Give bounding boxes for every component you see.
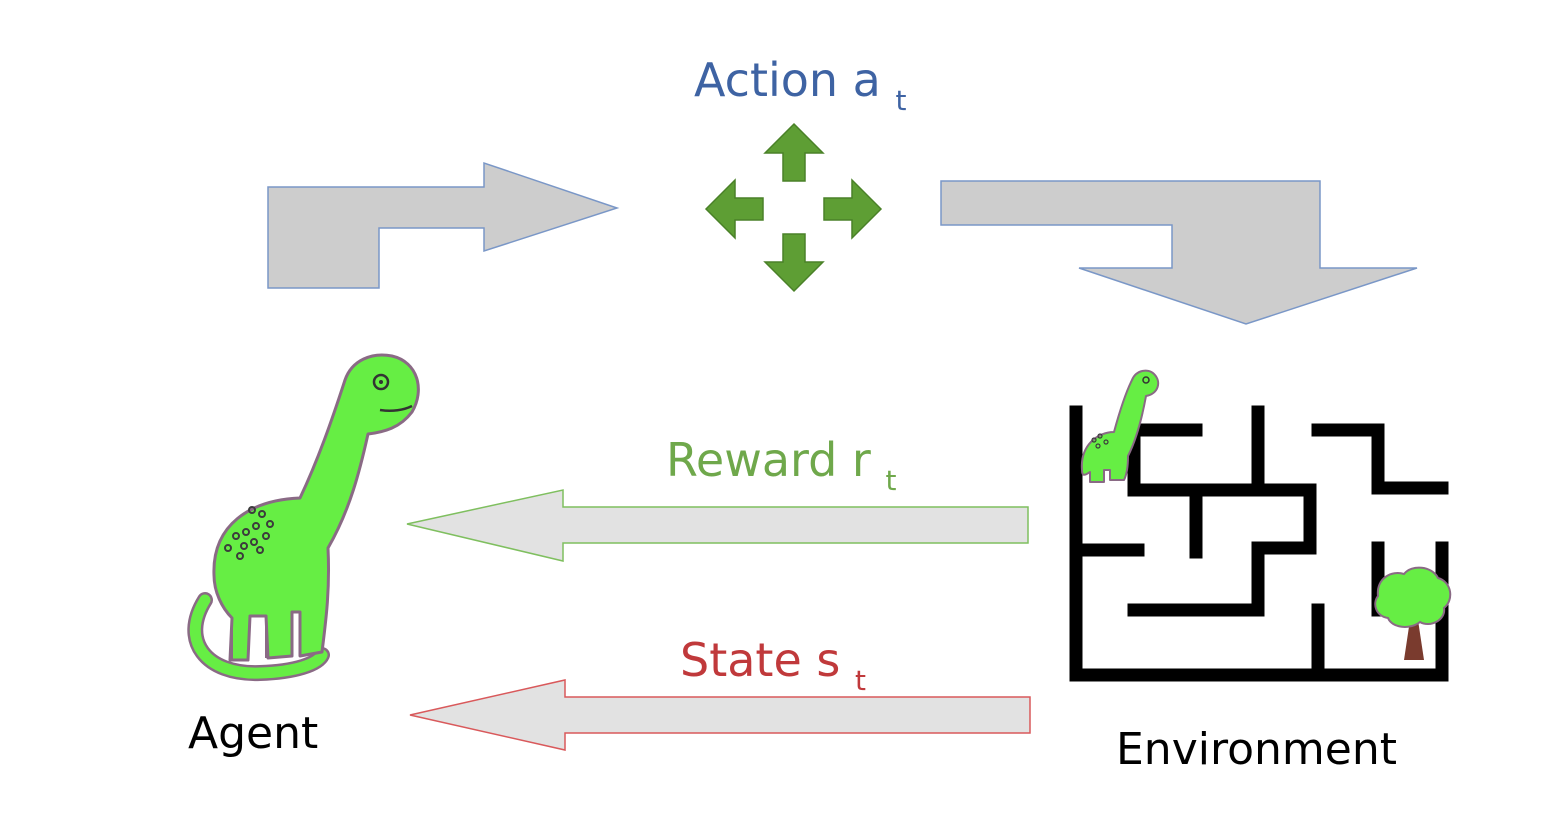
dpad-arrows-icon (704, 122, 883, 293)
dpad-right-icon (823, 178, 883, 240)
state-arrow (409, 679, 1031, 751)
dpad-up-icon (763, 122, 825, 182)
state-label-subscript: t (855, 664, 866, 697)
agent-eye (372, 373, 390, 391)
action-label: Action a t (694, 53, 907, 117)
agent-spots (224, 506, 274, 560)
action-arrow-left (267, 161, 620, 289)
reward-arrow (406, 489, 1029, 562)
dpad-left-icon (704, 178, 764, 240)
reward-label: Reward r t (666, 433, 896, 497)
state-label-main: State s (680, 633, 840, 687)
agent-label: Agent (188, 708, 318, 759)
state-label: State s t (680, 633, 866, 697)
environment-label: Environment (1116, 724, 1397, 775)
tree-goal-icon (1374, 566, 1452, 660)
dpad-down-icon (763, 233, 825, 293)
action-arrow-right (940, 180, 1418, 325)
action-label-main: Action a (694, 53, 881, 107)
reward-label-subscript: t (885, 464, 896, 497)
environment-dinosaur-icon (1080, 369, 1160, 483)
reward-label-main: Reward r (666, 433, 871, 487)
agent-dinosaur-icon (187, 353, 420, 682)
action-label-subscript: t (896, 84, 907, 117)
